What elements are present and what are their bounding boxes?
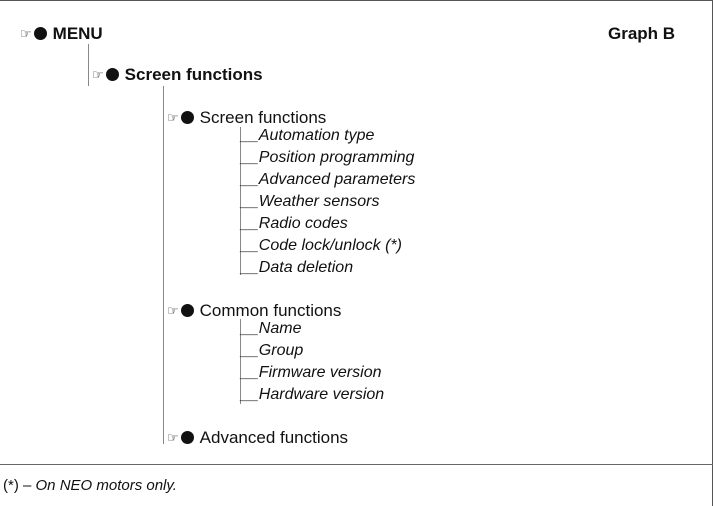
list-item: __Automation type <box>241 127 375 144</box>
tree-connector-group2 <box>240 319 241 404</box>
tree-connector-root <box>88 44 89 86</box>
group-screen-functions: ☞Screen functions <box>167 108 327 127</box>
top-border <box>0 0 713 1</box>
list-item: __Code lock/unlock (*) <box>241 237 402 254</box>
pointing-hand-icon: ☞ <box>167 303 179 318</box>
bullet-icon <box>180 431 194 444</box>
list-item: __Radio codes <box>241 215 348 232</box>
footnote: (*) – On NEO motors only. <box>3 477 177 494</box>
list-item: __Name <box>241 320 302 337</box>
list-item: __Group <box>241 342 304 359</box>
footnote-divider <box>0 464 713 465</box>
level1-screen-functions: ☞Screen functions <box>92 65 263 84</box>
pointing-hand-icon: ☞ <box>167 110 179 125</box>
bullet-icon <box>105 68 119 81</box>
tree-connector-group1 <box>240 127 241 275</box>
bullet-icon <box>33 27 47 40</box>
list-item: __Data deletion <box>241 259 354 276</box>
pointing-hand-icon: ☞ <box>20 26 32 41</box>
list-item: __Advanced parameters <box>241 171 416 188</box>
group-common-functions: ☞Common functions <box>167 301 342 320</box>
list-item: __Firmware version <box>241 364 382 381</box>
list-item: __Position programming <box>241 149 415 166</box>
group-advanced-functions: ☞Advanced functions <box>167 428 349 447</box>
graph-label: Graph B <box>608 24 676 43</box>
pointing-hand-icon: ☞ <box>167 430 179 445</box>
list-item: __Hardware version <box>241 386 385 403</box>
bullet-icon <box>180 304 194 317</box>
bullet-icon <box>180 111 194 124</box>
list-item: __Weather sensors <box>241 193 380 210</box>
pointing-hand-icon: ☞ <box>92 67 104 82</box>
tree-connector-level1 <box>163 86 164 444</box>
menu-title: ☞MENU <box>20 24 103 43</box>
